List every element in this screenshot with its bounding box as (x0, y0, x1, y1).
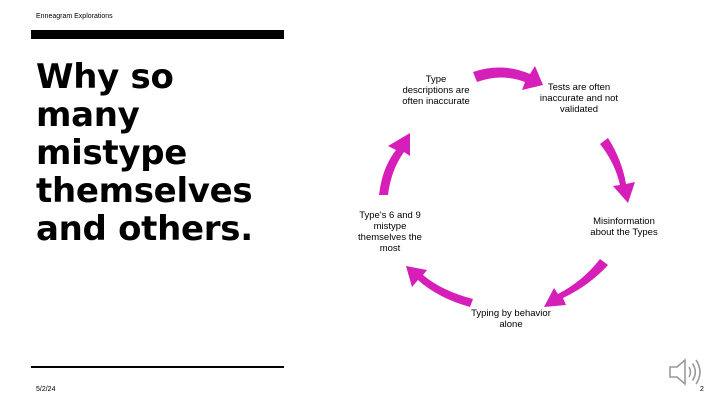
presentation-title: Enneagram Explorations (36, 13, 113, 20)
cycle-diagram: Type descriptions are often inaccurate T… (330, 60, 690, 340)
speaker-icon[interactable] (666, 354, 706, 390)
cycle-arrows (379, 66, 635, 307)
cycle-arrow-3 (544, 259, 608, 307)
slide-title: Why so many mistype themselves and other… (36, 57, 253, 249)
cycle-node-type-descriptions: Type descriptions are often inaccurate (402, 74, 470, 107)
cycle-arrow-5 (379, 133, 410, 195)
cycle-arrow-4 (406, 266, 473, 307)
cycle-node-typing-by-behavior: Typing by behavior alone (471, 308, 551, 330)
page-number: 2 (700, 386, 704, 393)
title-accent-bar (31, 30, 284, 39)
cycle-arrow-2 (600, 138, 635, 203)
footer-date: 5/2/24 (36, 386, 56, 393)
cycle-node-types-6-and-9: Type's 6 and 9 mistype themselves the mo… (358, 210, 422, 254)
cycle-arrow-1 (473, 66, 543, 90)
cycle-node-misinformation: Misinformation about the Types (590, 216, 658, 238)
footer-rule (31, 366, 284, 368)
cycle-node-tests-inaccurate: Tests are often inaccurate and not valid… (539, 82, 619, 115)
